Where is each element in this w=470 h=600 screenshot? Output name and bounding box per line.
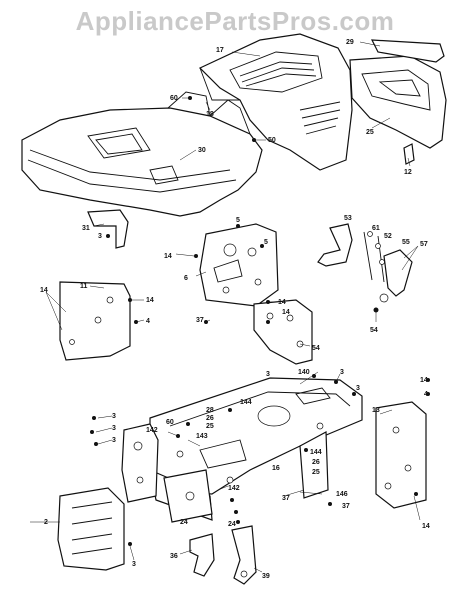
callout-53: 53 <box>344 215 352 222</box>
callout-14-b: 14 <box>40 287 48 294</box>
leader-lines <box>30 41 421 573</box>
callout-13: 13 <box>372 407 380 414</box>
callout-142-a: 142 <box>146 427 158 434</box>
callout-24-b: 24 <box>228 521 236 528</box>
callout-54-b: 54 <box>370 327 378 334</box>
rear-panel <box>375 401 427 509</box>
callout-5-a: 5 <box>236 217 240 224</box>
axle-plate-center <box>163 469 213 523</box>
callout-14-g: 14 <box>422 523 430 530</box>
callout-37-c: 37 <box>342 503 350 510</box>
lower-bracket-39 <box>231 525 257 585</box>
side-panel-left <box>59 281 131 361</box>
callout-14-a: 14 <box>164 253 172 260</box>
callout-140: 140 <box>298 369 310 376</box>
hood-bracket <box>403 143 415 165</box>
linkage <box>363 231 413 303</box>
dash-bracket <box>253 299 313 365</box>
callout-52: 52 <box>384 233 392 240</box>
hood <box>198 33 353 171</box>
callout-60: 60 <box>170 95 178 102</box>
lens <box>370 39 445 63</box>
fender <box>21 91 263 217</box>
callout-14-f: 14 <box>420 377 428 384</box>
callout-26-b: 26 <box>312 459 320 466</box>
callout-3-a: 3 <box>98 233 102 240</box>
callout-57: 57 <box>420 241 428 248</box>
fender-bracket <box>87 209 129 249</box>
callout-39: 39 <box>262 573 270 580</box>
callout-2: 2 <box>44 519 48 526</box>
callout-3-b: 3 <box>266 371 270 378</box>
callout-144-a: 144 <box>240 399 252 406</box>
callout-14-c: 14 <box>146 297 154 304</box>
callout-12: 12 <box>404 169 412 176</box>
callout-3-d: 3 <box>356 385 360 392</box>
callout-4-b: 4 <box>424 391 428 398</box>
callout-17: 17 <box>216 47 224 54</box>
front-plate <box>57 487 125 571</box>
callout-30: 30 <box>198 147 206 154</box>
callout-60-b: 60 <box>166 419 174 426</box>
callout-3-g: 3 <box>112 437 116 444</box>
callout-28: 28 <box>206 407 214 414</box>
callout-26-a: 26 <box>206 415 214 422</box>
callout-54-a: 54 <box>312 345 320 352</box>
callout-37-a: 37 <box>196 317 204 324</box>
callout-18: 18 <box>206 111 214 118</box>
callout-37-b: 37 <box>282 495 290 502</box>
callout-5-b: 5 <box>264 239 268 246</box>
callout-6: 6 <box>184 275 188 282</box>
axle-plate-left <box>121 423 159 503</box>
callout-3-f: 3 <box>112 425 116 432</box>
callout-142-b: 142 <box>228 485 240 492</box>
callout-61: 61 <box>372 225 380 232</box>
callout-50: 50 <box>268 137 276 144</box>
callout-55: 55 <box>402 239 410 246</box>
lower-bracket-36 <box>189 533 215 577</box>
grille <box>349 55 447 149</box>
callout-143: 143 <box>196 433 208 440</box>
callout-146: 146 <box>336 491 348 498</box>
callout-3-e: 3 <box>112 413 116 420</box>
callout-14-e: 14 <box>282 309 290 316</box>
callouts: 17 29 60 18 25 50 30 12 31 3 5 14 5 6 53… <box>40 39 430 580</box>
dash-panel <box>199 223 279 307</box>
brake-lever <box>317 223 353 267</box>
callout-14-d: 14 <box>278 299 286 306</box>
callout-16: 16 <box>272 465 280 472</box>
callout-36: 36 <box>170 553 178 560</box>
callout-4-a: 4 <box>146 318 150 325</box>
callout-25-b: 25 <box>206 423 214 430</box>
callout-31: 31 <box>82 225 90 232</box>
callout-25-c: 25 <box>312 469 320 476</box>
callout-29: 29 <box>346 39 354 46</box>
callout-24-a: 24 <box>180 519 188 526</box>
callout-25: 25 <box>366 129 374 136</box>
callout-144-b: 144 <box>310 449 322 456</box>
callout-3-h: 3 <box>132 561 136 568</box>
callout-3-c: 3 <box>340 369 344 376</box>
callout-11: 11 <box>80 283 88 290</box>
